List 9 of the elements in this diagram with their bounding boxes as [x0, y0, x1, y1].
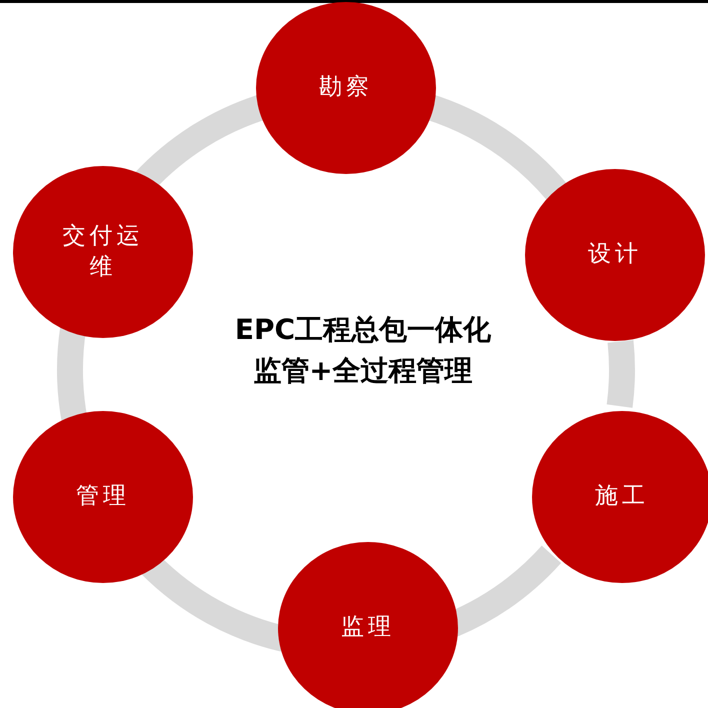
stage-label: 勘察 [319, 73, 373, 102]
center-title: EPC工程总包一体化监管+全过程管理 [234, 312, 492, 389]
stage-label: 管理 [76, 482, 130, 512]
stage-label: 施工 [595, 482, 649, 512]
stage-label: 交付运维 [62, 222, 144, 282]
ring-connector [57, 326, 88, 422]
stage-label: 监理 [341, 613, 395, 642]
stage-label: 设计 [588, 240, 642, 270]
ring-connector [606, 340, 635, 408]
